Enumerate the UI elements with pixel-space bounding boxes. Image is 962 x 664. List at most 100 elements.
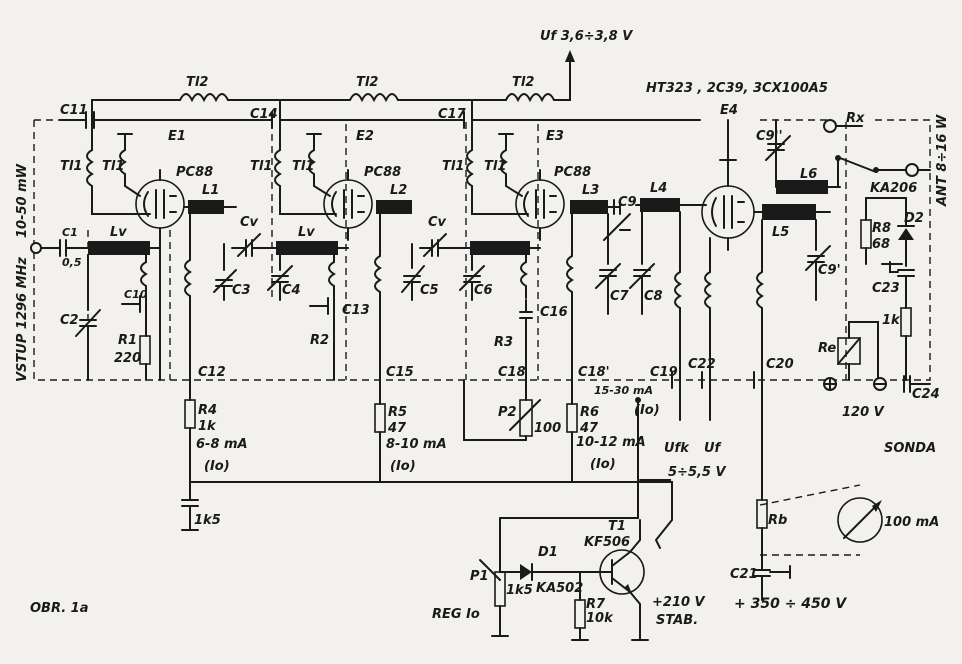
pa-stage xyxy=(629,119,841,601)
c5k-label: 1k5 xyxy=(194,513,221,528)
r4-value: 1k xyxy=(198,419,217,434)
input-freq-label: VSTUP 1296 MHz xyxy=(15,257,30,382)
r7-label: R7 xyxy=(586,597,606,612)
re-label: Re xyxy=(818,341,836,356)
c12-label: C12 xyxy=(198,365,226,380)
c1-value: 0,5 xyxy=(62,256,82,269)
tl2-label-2: Tl2 xyxy=(356,75,378,90)
c18-label: C18 xyxy=(498,365,526,380)
hv-supply-label: + 350 ÷ 450 V xyxy=(734,596,847,612)
r6-value: 47 xyxy=(579,421,599,436)
r7-value: 10k xyxy=(586,611,614,626)
filament-chain xyxy=(59,50,701,129)
c8-label: C8 xyxy=(644,289,663,304)
c10-label: C10 xyxy=(124,288,148,301)
ammeter xyxy=(837,497,883,543)
tl1-s1-right: Tl1 xyxy=(102,159,124,174)
r4-label: R4 xyxy=(198,403,217,418)
l4-label: L4 xyxy=(650,181,667,196)
input-power-label: 10-50 mW xyxy=(15,163,30,238)
d1-label: D1 xyxy=(538,545,558,560)
r6-label: R6 xyxy=(580,405,599,420)
c6-label: C6 xyxy=(474,283,493,298)
tl1-s2-right: Tl1 xyxy=(292,159,314,174)
p2-label: P2 xyxy=(498,405,517,420)
r1-label: R1 xyxy=(118,333,137,348)
c4-label: C4 xyxy=(282,283,301,298)
ufk-label: Ufk xyxy=(664,441,690,456)
c20-label: C20 xyxy=(766,357,794,372)
c18p-label: C18' xyxy=(578,365,610,380)
p2-value: 100 xyxy=(534,421,561,436)
uf-label: Uf xyxy=(704,441,723,456)
io-1: (Io) xyxy=(204,459,230,474)
c3-label: C3 xyxy=(232,283,251,298)
stab-word-label: STAB. xyxy=(656,613,698,628)
tl1-s1-left: Tl1 xyxy=(60,159,82,174)
p1-value: 1k5 xyxy=(506,583,533,598)
l5-label: L5 xyxy=(772,225,789,240)
d1-type: KA502 xyxy=(536,581,583,596)
c23-label: C23 xyxy=(872,281,900,296)
antenna-label: ANT 8÷16 W xyxy=(935,114,950,207)
tube-types-label: HT323 , 2C39, 3CX100A5 xyxy=(646,81,828,96)
sonda-label: SONDA xyxy=(884,441,936,456)
r-sonda-value: 1k xyxy=(882,313,901,328)
bias-rail xyxy=(189,397,673,641)
e3-label: E3 xyxy=(546,129,564,144)
e4-label: E4 xyxy=(720,103,738,118)
tl2-label-3: Tl2 xyxy=(512,75,534,90)
c13-label: C13 xyxy=(342,303,370,318)
c19-label: C19 xyxy=(650,365,678,380)
c16-label: C16 xyxy=(540,305,568,320)
io-4: (Io) xyxy=(634,403,660,418)
r1-value: 220 xyxy=(114,351,141,366)
d2-label: D2 xyxy=(904,211,924,226)
stage-3 xyxy=(459,119,631,483)
c9p-label: C9' xyxy=(818,263,841,278)
lv-label-1: Lv xyxy=(110,225,127,240)
tl2-label-1: Tl2 xyxy=(186,75,208,90)
uf-top-label: Uf 3,6÷3,8 V xyxy=(540,29,633,44)
labels: Uf 3,6÷3,8 V HT323 , 2C39, 3CX100A5 Tl2 … xyxy=(15,29,950,628)
c1-label: C1 xyxy=(62,226,78,239)
cv-label-1: Cv xyxy=(240,215,259,230)
lv-label-2: Lv xyxy=(298,225,315,240)
figure-label: OBR. 1a xyxy=(30,601,89,616)
l3-label: L3 xyxy=(582,183,599,198)
stage-1 xyxy=(30,119,271,531)
c14-label: C14 xyxy=(250,107,278,122)
cv-label-2: Cv xyxy=(428,215,447,230)
r5-value: 47 xyxy=(387,421,407,436)
tl1-s3-left: Tl1 xyxy=(442,159,464,174)
io-3: (Io) xyxy=(590,457,616,472)
r3-label: R3 xyxy=(494,335,513,350)
c21-label: C21 xyxy=(730,567,758,582)
c2-label: C2 xyxy=(60,313,79,328)
d2-type: KA206 xyxy=(870,181,917,196)
e2-label: E2 xyxy=(356,129,374,144)
current-3: 10-12 mA xyxy=(576,435,646,450)
stab-supply-label: +210 V xyxy=(652,595,706,610)
meter-label: 100 mA xyxy=(884,515,939,530)
r8-value: 68 xyxy=(872,237,890,252)
c22-label: C22 xyxy=(688,357,716,372)
current-1: 6-8 mA xyxy=(196,437,248,452)
t1-label: T1 xyxy=(608,519,626,534)
antenna-relay xyxy=(823,119,931,393)
e1-label: E1 xyxy=(168,129,186,144)
rx-label: Rx xyxy=(846,111,865,126)
t1-type: KF506 xyxy=(584,535,630,550)
l1-label: L1 xyxy=(202,183,219,198)
tube1-type: PC88 xyxy=(176,165,213,180)
c9pp-label: C9'' xyxy=(756,129,783,144)
io-2: (Io) xyxy=(390,459,416,474)
reg-io-label: REG Io xyxy=(432,607,480,622)
relay-voltage: 120 V xyxy=(842,405,885,420)
tube3-type: PC88 xyxy=(554,165,591,180)
r8-label: R8 xyxy=(872,221,891,236)
rb-label: Rb xyxy=(768,513,787,528)
r2-label: R2 xyxy=(310,333,329,348)
p1-label: P1 xyxy=(470,569,489,584)
